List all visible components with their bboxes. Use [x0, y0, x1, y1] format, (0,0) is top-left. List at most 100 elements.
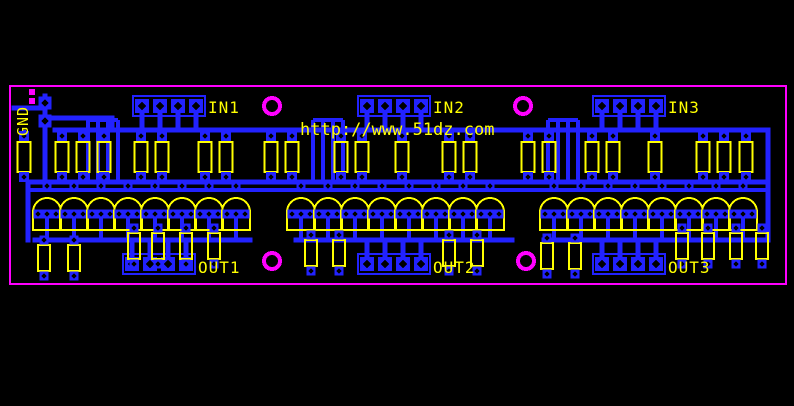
capacitor-outline — [207, 232, 221, 260]
resistor[interactable] — [16, 131, 32, 182]
resistor[interactable] — [54, 131, 70, 182]
capacitor[interactable] — [470, 230, 484, 276]
transistor[interactable] — [728, 197, 758, 231]
pad-hole — [206, 211, 212, 217]
transistor[interactable] — [539, 197, 569, 231]
pad-hole — [578, 211, 584, 217]
capacitor[interactable] — [675, 223, 689, 269]
capacitor[interactable] — [67, 235, 81, 281]
pad-hole — [125, 183, 131, 189]
capacitor[interactable] — [755, 223, 769, 269]
pad-hole — [336, 268, 342, 274]
mounting-hole[interactable] — [262, 96, 282, 116]
resistor[interactable] — [218, 131, 234, 182]
mounting-hole[interactable] — [513, 96, 533, 116]
connector-in1[interactable] — [132, 95, 206, 117]
capacitor[interactable] — [37, 235, 51, 281]
capacitor[interactable] — [151, 223, 165, 269]
capacitor[interactable] — [127, 223, 141, 269]
label-in2: IN2 — [433, 98, 465, 117]
transistor[interactable] — [113, 197, 143, 231]
resistor[interactable] — [738, 131, 754, 182]
capacitor[interactable] — [701, 223, 715, 269]
pad-hole — [705, 225, 711, 231]
pad-hole — [596, 211, 602, 217]
pad-hole — [21, 174, 27, 180]
pad-hole — [569, 211, 575, 217]
resistor[interactable] — [284, 131, 300, 182]
pad-hole — [362, 101, 372, 111]
transistor[interactable] — [221, 197, 251, 231]
resistor[interactable] — [584, 131, 600, 182]
pad-hole — [338, 174, 344, 180]
connector-out2[interactable] — [357, 253, 431, 275]
resistor[interactable] — [716, 131, 732, 182]
resistor[interactable] — [75, 131, 91, 182]
mounting-hole[interactable] — [516, 251, 536, 271]
pad-hole — [641, 211, 647, 217]
mounting-hole-ring — [513, 96, 533, 116]
pad-hole — [721, 133, 727, 139]
connector-in3[interactable] — [592, 95, 666, 117]
pad-hole — [131, 225, 137, 231]
resistor[interactable] — [96, 131, 112, 182]
pad-hole — [159, 133, 165, 139]
capacitor[interactable] — [568, 233, 582, 279]
vias — [42, 181, 748, 191]
pad-hole — [633, 259, 643, 269]
pad-hole — [325, 211, 331, 217]
pad-hole — [572, 271, 578, 277]
pad-hole — [610, 133, 616, 139]
resistor[interactable] — [263, 131, 279, 182]
connector-out3[interactable] — [592, 253, 666, 275]
pad-hole — [446, 133, 452, 139]
resistor[interactable] — [197, 131, 213, 182]
capacitor[interactable] — [729, 223, 743, 269]
resistor[interactable] — [462, 131, 478, 182]
capacitor[interactable] — [179, 223, 193, 269]
pad-hole — [188, 211, 194, 217]
resistor[interactable] — [605, 131, 621, 182]
resistor[interactable] — [354, 131, 370, 182]
pad-hole — [359, 133, 365, 139]
gnd-header[interactable] — [38, 96, 52, 128]
pad-hole — [487, 183, 493, 189]
label-in1: IN1 — [208, 98, 240, 117]
connector-in2[interactable] — [357, 95, 431, 117]
resistor[interactable] — [541, 131, 557, 182]
pad-hole — [21, 133, 27, 139]
capacitor-outline — [755, 232, 769, 260]
resistor[interactable] — [695, 131, 711, 182]
mounting-hole[interactable] — [262, 251, 282, 271]
resistor[interactable] — [133, 131, 149, 182]
pad-hole — [650, 211, 656, 217]
capacitor[interactable] — [332, 230, 346, 276]
pad-hole — [334, 211, 340, 217]
pad-hole — [155, 101, 165, 111]
pad-hole — [202, 174, 208, 180]
capacitor[interactable] — [540, 233, 554, 279]
pad-hole — [223, 174, 229, 180]
capacitor[interactable] — [442, 230, 456, 276]
transistor[interactable] — [475, 197, 505, 231]
pad-hole — [546, 133, 552, 139]
resistor[interactable] — [647, 131, 663, 182]
transistor[interactable] — [340, 197, 370, 231]
pad-hole — [155, 261, 161, 267]
pad-hole — [700, 133, 706, 139]
pad-hole — [116, 211, 122, 217]
resistor[interactable] — [520, 131, 536, 182]
transistor-outline — [475, 197, 505, 231]
resistor[interactable] — [394, 131, 410, 182]
pad-hole — [173, 101, 183, 111]
capacitor[interactable] — [304, 230, 318, 276]
resistor[interactable] — [333, 131, 349, 182]
board-marker — [29, 89, 35, 104]
pad-hole — [415, 211, 421, 217]
resistor[interactable] — [154, 131, 170, 182]
resistor[interactable] — [441, 131, 457, 182]
capacitor[interactable] — [207, 223, 221, 269]
pad-hole — [152, 211, 158, 217]
